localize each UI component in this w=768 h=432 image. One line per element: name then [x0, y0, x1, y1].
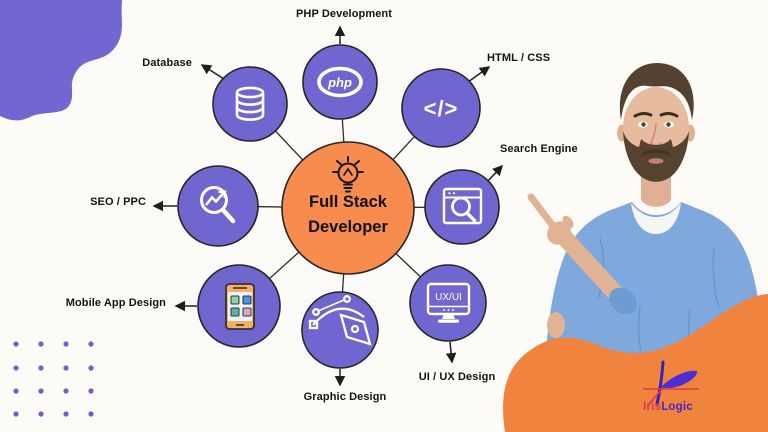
code-tags-icon: </>: [424, 96, 459, 121]
orange-blob-decoration: [503, 294, 768, 432]
node-seo-ppc: [177, 165, 259, 247]
browser-search-icon: [442, 187, 483, 225]
label-arrows: [152, 25, 504, 387]
label-html-css: HTML / CSS: [487, 52, 551, 64]
node-html-css: [401, 68, 481, 148]
monitor-screen-text: UX/UI: [435, 292, 462, 303]
brand-name-part1: Iris: [643, 401, 662, 413]
label-search-engine: Search Engine: [500, 143, 578, 155]
hub-title-line1: Full Stack: [309, 193, 387, 211]
php-logo-text: php: [327, 75, 352, 90]
node-php: [302, 44, 378, 120]
database-icon: [235, 86, 265, 121]
label-seo-ppc: SEO / PPC: [90, 196, 146, 208]
label-graphic-design: Graphic Design: [303, 391, 387, 403]
hub-title-line2: Developer: [308, 218, 388, 236]
label-php-development: PHP Development: [295, 8, 393, 20]
search-trend-icon: [200, 186, 236, 224]
lightbulb-icon: [332, 156, 364, 193]
label-mobile-app-design: Mobile App Design: [65, 297, 166, 309]
brand-name-part2: Logic: [661, 401, 693, 413]
node-graphic-design: [301, 291, 379, 369]
purple-blob-decoration: [0, 0, 122, 121]
irislogic-logo-icon: [643, 360, 699, 406]
php-logo-icon: php: [317, 66, 363, 98]
label-database: Database: [142, 57, 192, 69]
pen-tool-icon: [308, 295, 372, 346]
label-ui-ux-design: UI / UX Design: [418, 371, 496, 383]
smartphone-icon: [225, 283, 255, 330]
hub-title: Full Stack Developer: [278, 190, 418, 240]
monitor-icon: UX/UI: [426, 282, 471, 323]
dot-grid-decoration: [13, 341, 94, 417]
hub-circle: [281, 141, 415, 275]
irislogic-wordmark: IrisLogic: [628, 401, 708, 413]
